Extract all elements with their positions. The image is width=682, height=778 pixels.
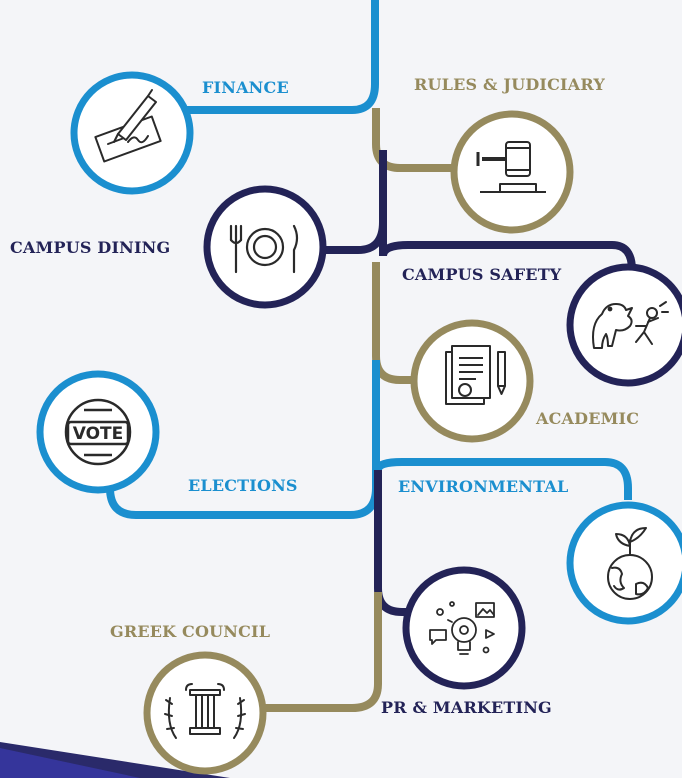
connector-academic <box>372 262 418 384</box>
environmental-node <box>566 501 682 625</box>
column-laurel-icon <box>164 683 246 739</box>
vote-badge-icon: VOTE <box>64 398 132 466</box>
connector-greek <box>260 592 382 712</box>
finance-label: FINANCE <box>202 78 289 97</box>
connector-environmental <box>374 458 632 500</box>
connector-rules <box>372 108 452 172</box>
rules-node <box>450 110 574 234</box>
safety-circle <box>566 263 682 387</box>
gavel-icon <box>476 141 546 193</box>
academic-label: ACADEMIC <box>536 409 640 428</box>
svg-text:VOTE: VOTE <box>73 424 124 444</box>
pr-label: PR & MARKETING <box>381 698 552 717</box>
connector-dining <box>318 150 387 254</box>
greek-node <box>143 651 267 775</box>
finance-node <box>70 71 194 195</box>
environmental-circle <box>566 501 682 625</box>
connector-pr <box>374 470 412 616</box>
connector-finance <box>181 0 379 114</box>
elections-label: ELECTIONS <box>188 476 298 495</box>
safety-label: CAMPUS SAFETY <box>402 265 562 284</box>
dining-label: CAMPUS DINING <box>10 238 171 257</box>
safety-node <box>566 263 682 387</box>
globe-sprout-icon <box>607 527 653 600</box>
dining-circle <box>203 185 327 309</box>
pen-signing-check-icon <box>94 89 162 163</box>
greek-circle <box>143 651 267 775</box>
academic-node <box>410 319 534 443</box>
corner-decoration-accent <box>0 748 140 778</box>
dining-node <box>203 185 327 309</box>
pr-node <box>402 566 526 690</box>
bear-attack-icon <box>592 301 669 349</box>
rules-circle <box>450 110 574 234</box>
graded-paper-pencil-icon <box>445 345 506 405</box>
rules-label: RULES & JUDICIARY <box>414 75 605 94</box>
lightbulb-ideas-icon <box>429 601 495 655</box>
pr-circle <box>402 566 526 690</box>
greek-label: GREEK COUNCIL <box>110 622 271 641</box>
plate-fork-knife-icon <box>229 224 299 274</box>
elections-node: VOTE <box>36 370 160 494</box>
connector-safety <box>379 222 636 271</box>
environmental-label: ENVIRONMENTAL <box>398 477 569 496</box>
